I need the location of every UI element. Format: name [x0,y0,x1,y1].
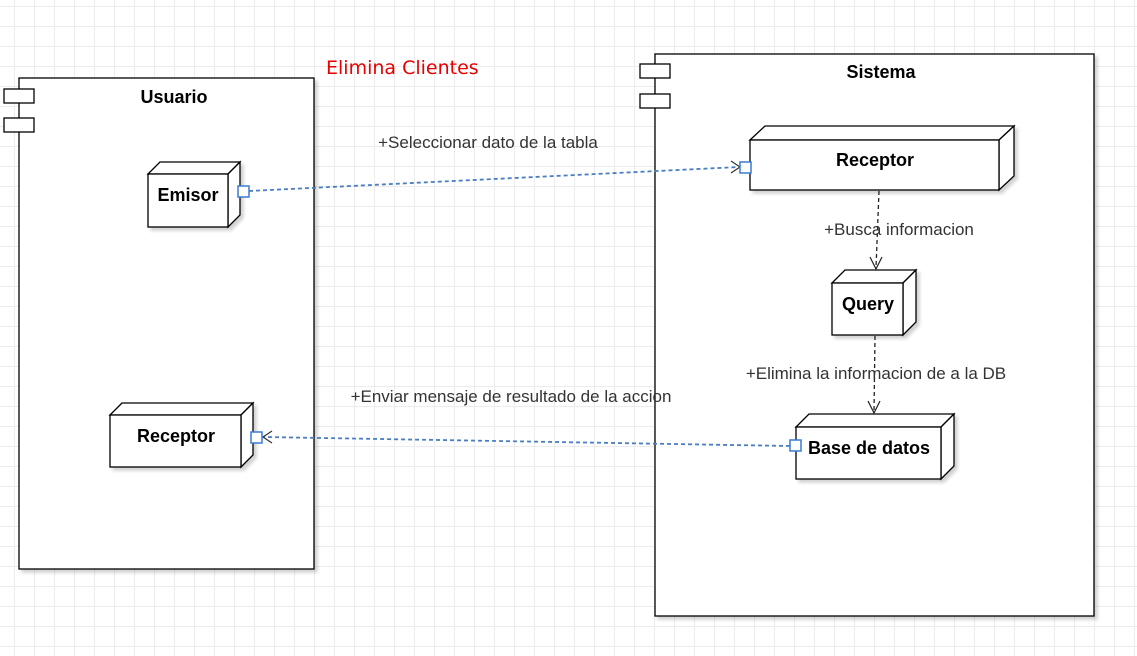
connector-busca[interactable] [869,190,883,271]
emisor-label: Emisor [157,185,218,205]
base-datos-port[interactable] [789,439,802,452]
emisor-port[interactable] [237,185,250,198]
base-datos-label: Base de datos [808,438,930,458]
receptor-sistema-node[interactable] [748,124,1016,192]
base-datos-node[interactable] [794,412,956,481]
diagram-title: Elimina Clientes [326,57,479,79]
emisor-node[interactable] [146,160,242,229]
connector-elimina-label: +Elimina la informacion de a la DB [746,364,1006,383]
component-tab-icon [3,88,35,104]
receptor-usuario-node[interactable] [108,401,255,469]
query-label: Query [842,294,894,314]
receptor-usuario-port[interactable] [250,431,263,444]
connector-enviar[interactable] [261,430,791,447]
usuario-label: Usuario [140,87,207,107]
connector-elimina[interactable] [867,335,881,415]
arrowhead-icon [867,400,881,415]
component-tab-icon [3,117,35,133]
connector-busca-label: +Busca informacion [824,220,974,239]
receptor-sistema-port[interactable] [739,161,752,174]
component-tab-icon [639,63,671,79]
connector-enviar-label: +Enviar mensaje de resultado de la accio… [351,387,672,406]
arrowhead-icon [261,430,273,444]
receptor-usuario-label: Receptor [137,426,215,446]
connector-seleccionar-label: +Seleccionar dato de la tabla [378,133,598,152]
usuario-component[interactable]: Usuario [3,77,315,570]
receptor-sistema-label: Receptor [836,150,914,170]
sistema-label: Sistema [846,62,916,82]
arrowhead-icon [869,256,883,271]
component-tab-icon [639,93,671,109]
query-node[interactable] [830,268,918,337]
